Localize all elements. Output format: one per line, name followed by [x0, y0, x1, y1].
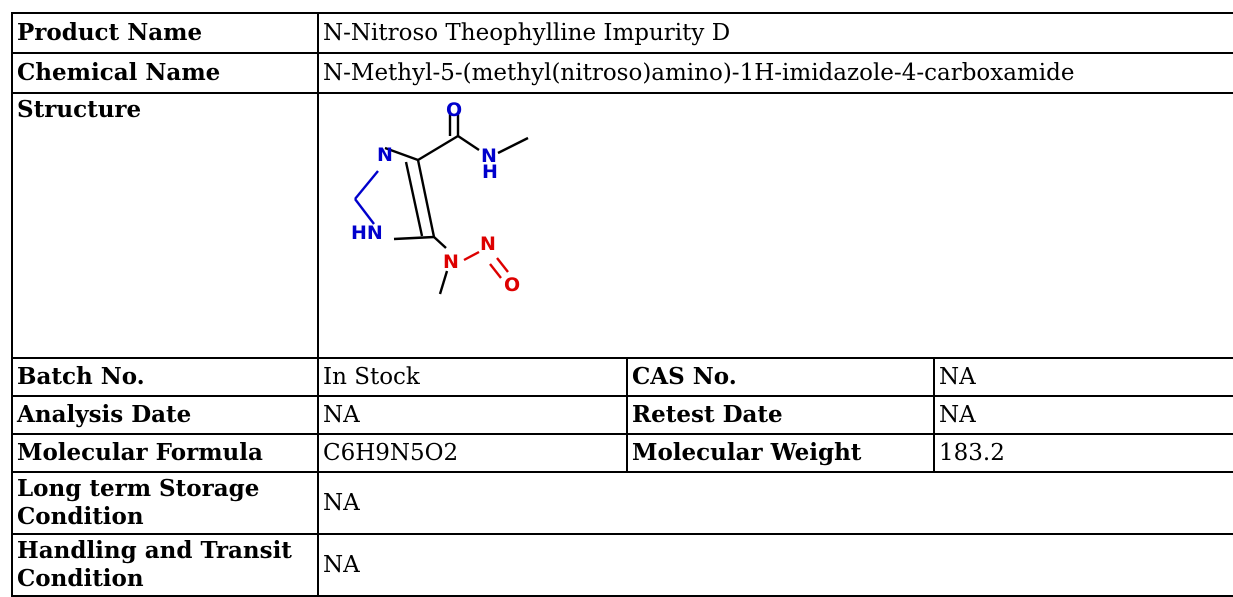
storage-condition-value: NA: [317, 471, 1233, 535]
formula-row: Molecular Formula C6H9N5O2 Molecular Wei…: [11, 433, 1233, 473]
analysis-row: Analysis Date NA Retest Date NA: [11, 395, 1233, 435]
analysis-date-value: NA: [317, 395, 628, 435]
cas-value: NA: [933, 357, 1233, 397]
product-spec-table: Product Name N-Nitroso Theophylline Impu…: [11, 12, 1233, 597]
storage-row: Long term Storage Condition NA: [11, 471, 1233, 535]
structure-cell: O N N H HN N N O: [317, 92, 1233, 359]
atom-o-carbonyl: O: [446, 99, 462, 121]
atom-n-amine: N: [443, 251, 459, 273]
atom-o-nitroso: O: [504, 274, 520, 296]
product-name-value: N-Nitroso Theophylline Impurity D: [317, 12, 1233, 54]
handling-condition-label: Handling and Transit Condition: [11, 533, 319, 597]
storage-condition-label: Long term Storage Condition: [11, 471, 319, 535]
structure-label: Structure: [11, 92, 319, 359]
cas-label: CAS No.: [626, 357, 935, 397]
atom-n-nitroso: N: [480, 233, 496, 255]
batch-row: Batch No. In Stock CAS No. NA: [11, 357, 1233, 397]
handling-row: Handling and Transit Condition NA: [11, 533, 1233, 597]
analysis-date-label: Analysis Date: [11, 395, 319, 435]
chemical-structure-image: O N N H HN N N O: [351, 99, 529, 296]
chemical-name-row: Chemical Name N-Methyl-5-(methyl(nitroso…: [11, 52, 1233, 94]
handling-condition-value: NA: [317, 533, 1233, 597]
molecular-weight-value: 183.2: [933, 433, 1233, 473]
atom-hn-ring: HN: [351, 222, 383, 244]
chemical-name-label: Chemical Name: [11, 52, 319, 94]
atom-n-ring: N: [377, 144, 393, 166]
product-name-label: Product Name: [11, 12, 319, 54]
retest-date-value: NA: [933, 395, 1233, 435]
batch-label: Batch No.: [11, 357, 319, 397]
molecular-weight-label: Molecular Weight: [626, 433, 935, 473]
product-name-row: Product Name N-Nitroso Theophylline Impu…: [11, 12, 1233, 54]
retest-date-label: Retest Date: [626, 395, 935, 435]
atom-n-amide: N: [481, 145, 497, 167]
atom-h-amide: H: [482, 161, 498, 183]
molecular-formula-value: C6H9N5O2: [317, 433, 628, 473]
structure-row: Structure: [11, 92, 1233, 359]
molecular-formula-label: Molecular Formula: [11, 433, 319, 473]
chemical-name-value: N-Methyl-5-(methyl(nitroso)amino)-1H-imi…: [317, 52, 1233, 94]
batch-value: In Stock: [317, 357, 628, 397]
